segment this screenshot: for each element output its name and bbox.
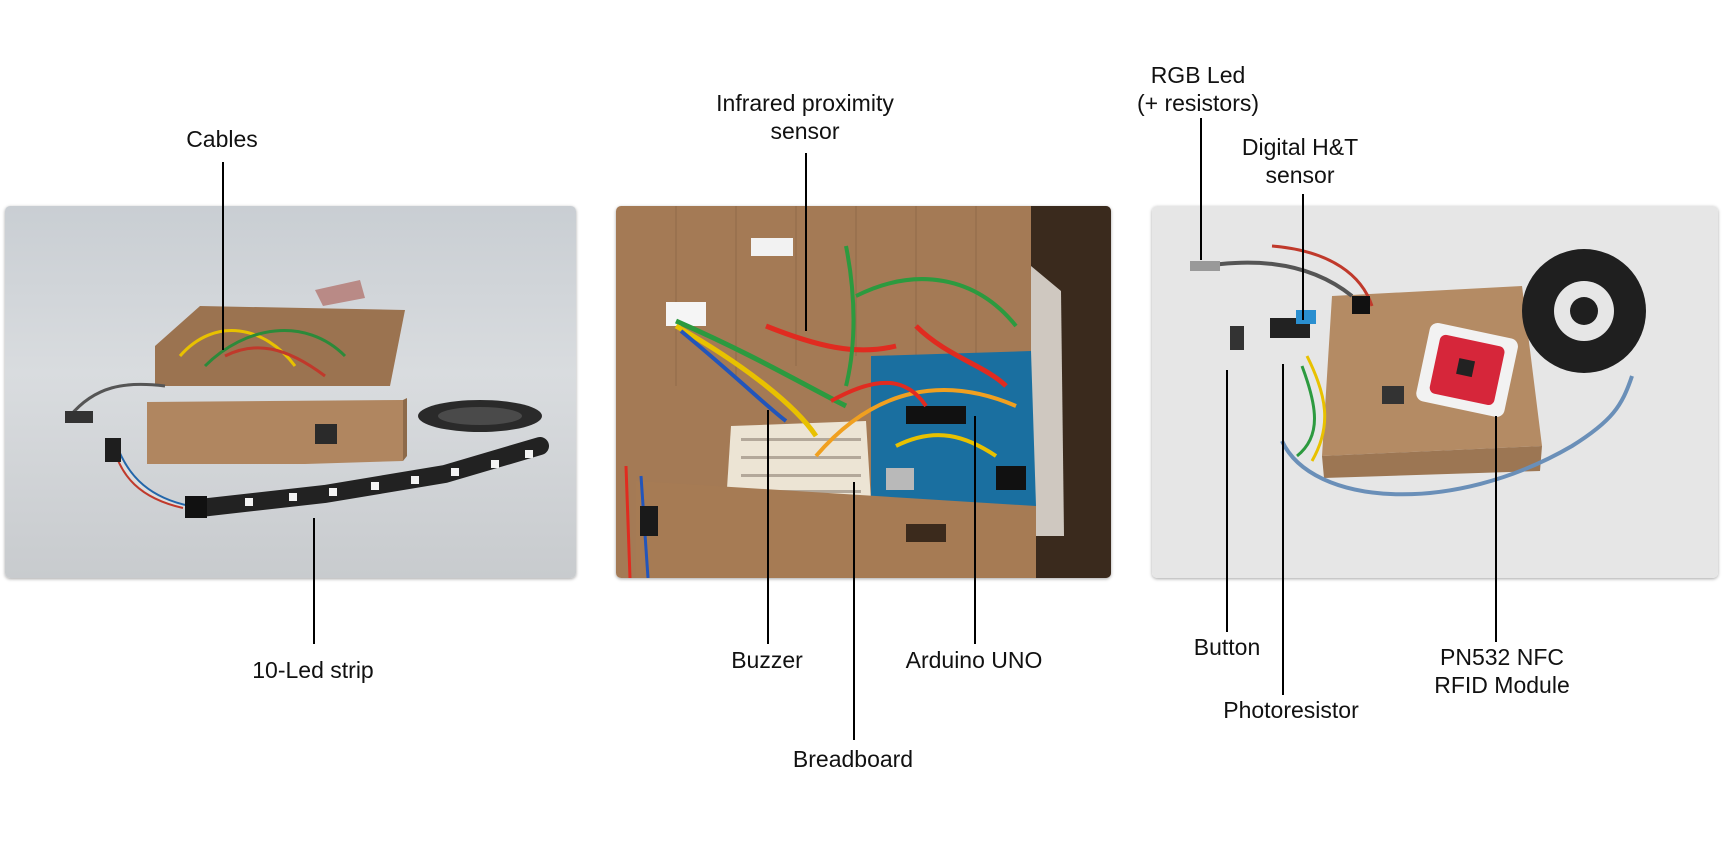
label-nfc: PN532 NFC RFID Module: [1434, 643, 1569, 699]
leader-led-strip: [313, 518, 315, 644]
label-rgb-led-line1: RGB Led: [1150, 62, 1246, 88]
label-led-strip: 10-Led strip: [252, 657, 374, 683]
photo-led-strip-box: [5, 206, 576, 578]
photo-arduino-box: [616, 206, 1111, 578]
label-ht-sensor-line2: sensor: [1265, 162, 1335, 188]
label-breadboard: Breadboard: [792, 746, 914, 772]
photo-sensors-top-view: [1152, 206, 1718, 578]
leader-arduino: [974, 416, 976, 644]
leader-cables: [222, 162, 224, 350]
leader-ht-sensor: [1302, 194, 1304, 320]
leader-nfc: [1495, 416, 1497, 642]
leader-photoresistor: [1282, 364, 1284, 695]
leader-rgb-led: [1200, 118, 1202, 260]
label-ir-sensor-line1: Infrared proximity: [716, 90, 894, 116]
label-nfc-line2: RFID Module: [1434, 672, 1570, 698]
leader-breadboard: [853, 482, 855, 740]
leader-buzzer: [767, 410, 769, 644]
label-photoresistor: Photoresistor: [1223, 697, 1359, 723]
label-ht-sensor: Digital H&T sensor: [1242, 133, 1358, 189]
label-buzzer: Buzzer: [731, 647, 803, 673]
label-arduino: Arduino UNO: [905, 647, 1043, 673]
leader-ir-sensor: [805, 153, 807, 331]
label-nfc-line1: PN532 NFC: [1440, 644, 1564, 670]
label-ir-sensor-line2: sensor: [770, 118, 840, 144]
leader-button: [1226, 370, 1228, 632]
label-rgb-led: RGB Led (+ resistors): [1137, 61, 1259, 117]
label-button: Button: [1193, 634, 1261, 660]
label-ir-sensor: Infrared proximity sensor: [716, 89, 894, 145]
label-cables: Cables: [186, 126, 258, 152]
label-rgb-led-line2: (+ resistors): [1136, 90, 1260, 116]
label-ht-sensor-line1: Digital H&T: [1241, 134, 1359, 160]
